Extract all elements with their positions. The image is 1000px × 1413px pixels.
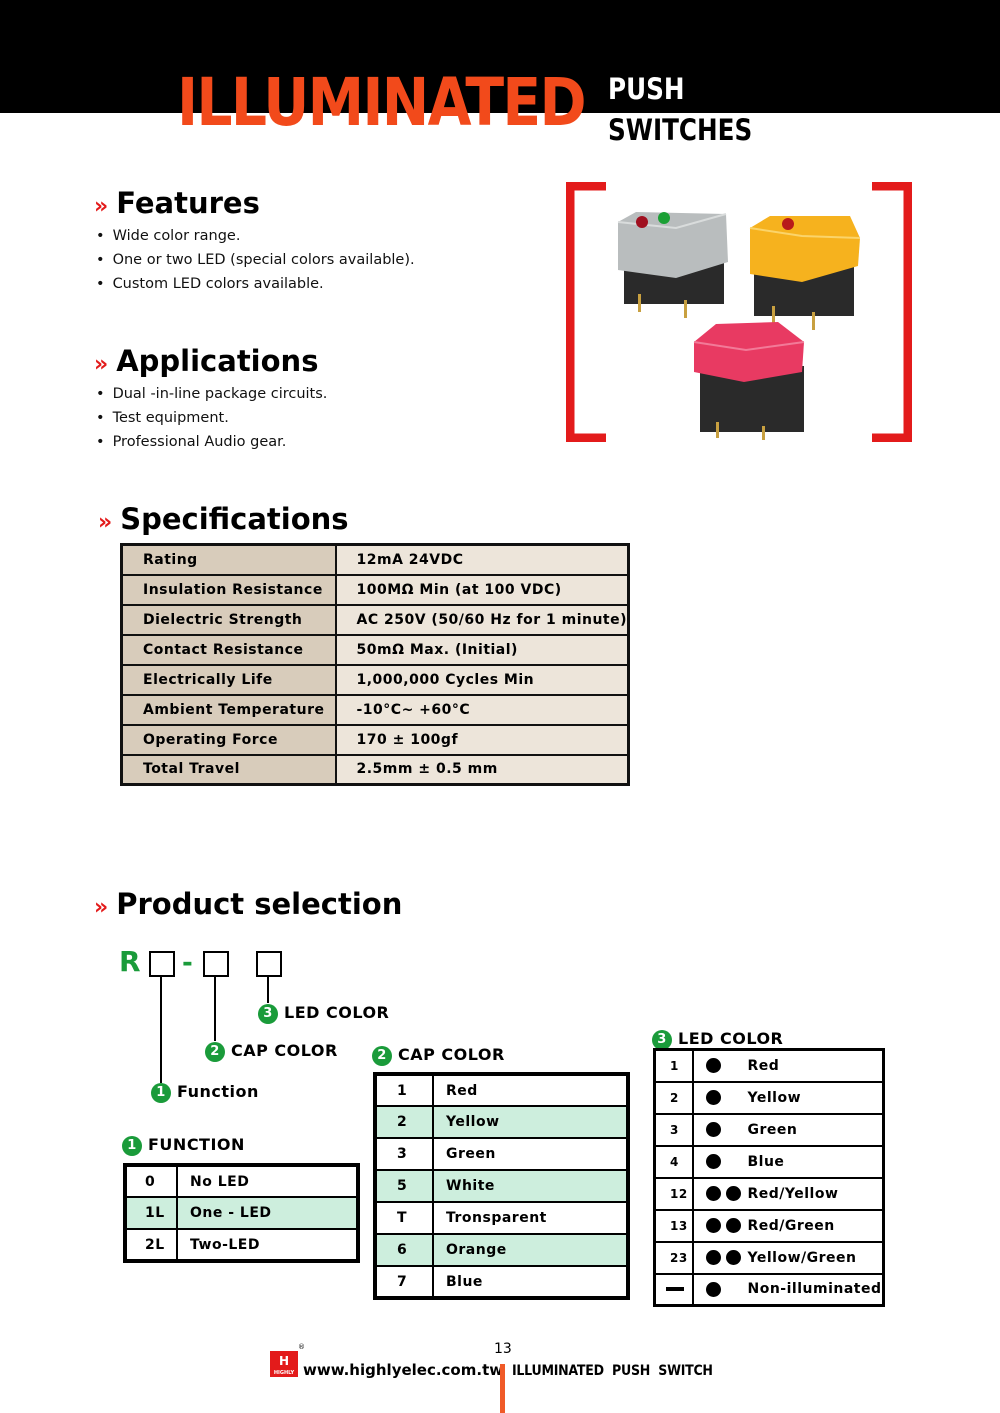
page-title-push: PUSH: [608, 72, 685, 106]
connector-line: [214, 977, 216, 1041]
step-badge: 3: [652, 1029, 672, 1050]
right-bracket-icon: [872, 182, 912, 442]
connector-line: [267, 977, 269, 1003]
applications-list: Dual -in-line package circuits. Test equ…: [96, 382, 328, 454]
list-item: Professional Audio gear.: [96, 430, 327, 454]
list-item: Wide color range.: [96, 224, 415, 248]
led-dot-icon: [725, 1186, 741, 1201]
chevron-icon: »: [94, 352, 109, 377]
connector-line: [160, 977, 162, 1083]
list-item: Dual -in-line package circuits.: [96, 382, 328, 406]
led-dot-icon: [725, 1218, 741, 1233]
led-dot-icon: [705, 1250, 721, 1265]
chevron-icon: »: [94, 194, 109, 219]
specifications-heading: »Specifications: [98, 502, 349, 536]
step-badge: 1: [151, 1082, 171, 1103]
led-dot-icon: [705, 1122, 721, 1137]
footer-title: ILLUMINATED PUSH SWITCH: [512, 1363, 713, 1379]
left-bracket-icon: [566, 182, 606, 442]
table-row: 12 Red/Yellow: [653, 1176, 885, 1211]
table-row: 23 Yellow/Green: [653, 1240, 885, 1275]
code-slot-function: [149, 951, 175, 977]
header-bar: [0, 0, 1000, 113]
dash-icon: [666, 1287, 684, 1292]
led-dot-icon: [705, 1090, 721, 1105]
grey-switch-image: [617, 212, 728, 318]
part-code-dash: -: [182, 948, 193, 978]
list-item: Test equipment.: [96, 406, 327, 430]
table-row: Ambient Temperature-10°C~ +60°C: [120, 693, 630, 726]
company-logo: H HIGHLY: [270, 1351, 298, 1377]
code-slot-cap-color: [203, 951, 229, 977]
chevron-icon: »: [94, 895, 109, 920]
step-badge: 3: [258, 1003, 278, 1024]
features-list: Wide color range. One or two LED (specia…: [96, 224, 415, 296]
led-dot-icon: [705, 1154, 721, 1169]
table-row: Non-illuminated: [653, 1272, 885, 1307]
list-item: One or two LED (special colors available…: [96, 248, 415, 272]
product-photo: [566, 182, 912, 442]
chevron-icon: »: [98, 510, 113, 535]
registered-mark: ®: [298, 1343, 305, 1351]
red-switch-image: [693, 322, 805, 440]
led-dot-icon: [705, 1058, 721, 1074]
led-dot-icon: [705, 1186, 721, 1201]
yellow-switch-image: [749, 216, 861, 330]
page-title-switches: SWITCHES: [608, 113, 753, 147]
step-badge: 2: [372, 1045, 392, 1066]
footer-divider: [500, 1364, 505, 1413]
led-dot-icon: [705, 1281, 721, 1297]
part-code-prefix: R: [119, 945, 141, 978]
list-item: Custom LED colors available.: [96, 272, 415, 296]
step-badge: 2: [205, 1041, 225, 1062]
page-title: ILLUMINATED: [177, 64, 587, 141]
led-dot-icon: [705, 1218, 721, 1233]
features-heading: »Features: [94, 186, 260, 220]
table-row: 13 Red/Green: [653, 1208, 885, 1243]
applications-heading: »Applications: [94, 344, 319, 378]
page-number: 13: [494, 1341, 512, 1357]
led-dot-icon: [725, 1250, 741, 1265]
product-selection-heading: »Product selection: [94, 887, 403, 921]
website-link[interactable]: www.highlyelec.com.tw: [303, 1361, 504, 1379]
step-badge: 1: [122, 1135, 142, 1156]
code-slot-led-color: [256, 951, 282, 977]
